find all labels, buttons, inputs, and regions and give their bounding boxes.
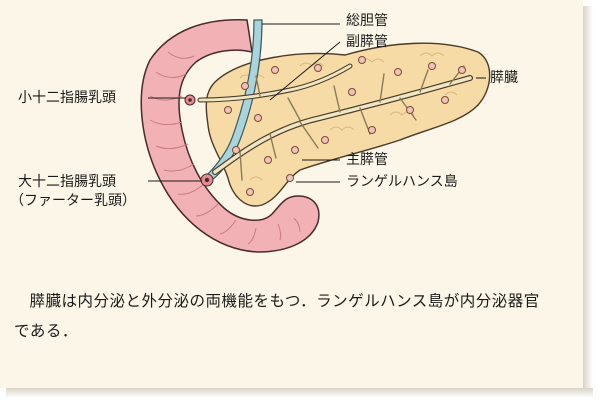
minor-papilla: [184, 94, 196, 106]
leader-accessory-duct: [269, 41, 341, 101]
islets-of-langerhans: [224, 56, 466, 196]
islet-dot: [314, 64, 322, 72]
islet-dot: [358, 56, 366, 64]
islet-dot: [241, 82, 249, 90]
islet-dot: [441, 96, 449, 104]
label-minor-papilla: 小十二指腸乳頭: [18, 90, 116, 106]
major-papilla: [200, 173, 214, 187]
duodenum-folds: [149, 51, 301, 245]
label-accessory-pancreatic-duct: 副膵管: [346, 34, 388, 50]
lobule-texture: [239, 52, 458, 181]
islet-dot: [264, 156, 272, 164]
label-major-papilla-alt: （ファーター乳頭）: [10, 193, 136, 209]
label-islets-of-langerhans: ランゲルハンス島: [346, 174, 458, 190]
label-common-bile-duct: 総胆管: [346, 13, 388, 29]
islet-dot: [232, 146, 240, 154]
islet-dot: [428, 62, 436, 70]
label-main-pancreatic-duct: 主膵管: [346, 152, 388, 168]
label-major-papilla: 大十二指腸乳頭: [18, 174, 116, 190]
islet-dot: [321, 136, 329, 144]
islet-dot: [271, 66, 279, 74]
islet-dot: [348, 88, 356, 96]
page-shadow-right: [583, 6, 593, 394]
islet-dot: [406, 106, 414, 114]
label-pancreas: 膵臓: [490, 70, 518, 86]
islet-dot: [368, 126, 376, 134]
islet-dot: [458, 66, 466, 74]
leader-lines: [148, 23, 486, 183]
caption-text: 膵臓は内分泌と外分泌の両機能をもつ．ランゲルハンス島が内分泌器官である．: [14, 292, 540, 340]
islet-dot: [291, 146, 299, 154]
islet-dot: [246, 188, 254, 196]
islet-dot: [286, 174, 294, 182]
page-shadow-bottom: [6, 388, 593, 398]
islet-dot: [254, 114, 262, 122]
islet-dot: [224, 106, 232, 114]
islet-dot: [394, 68, 402, 76]
